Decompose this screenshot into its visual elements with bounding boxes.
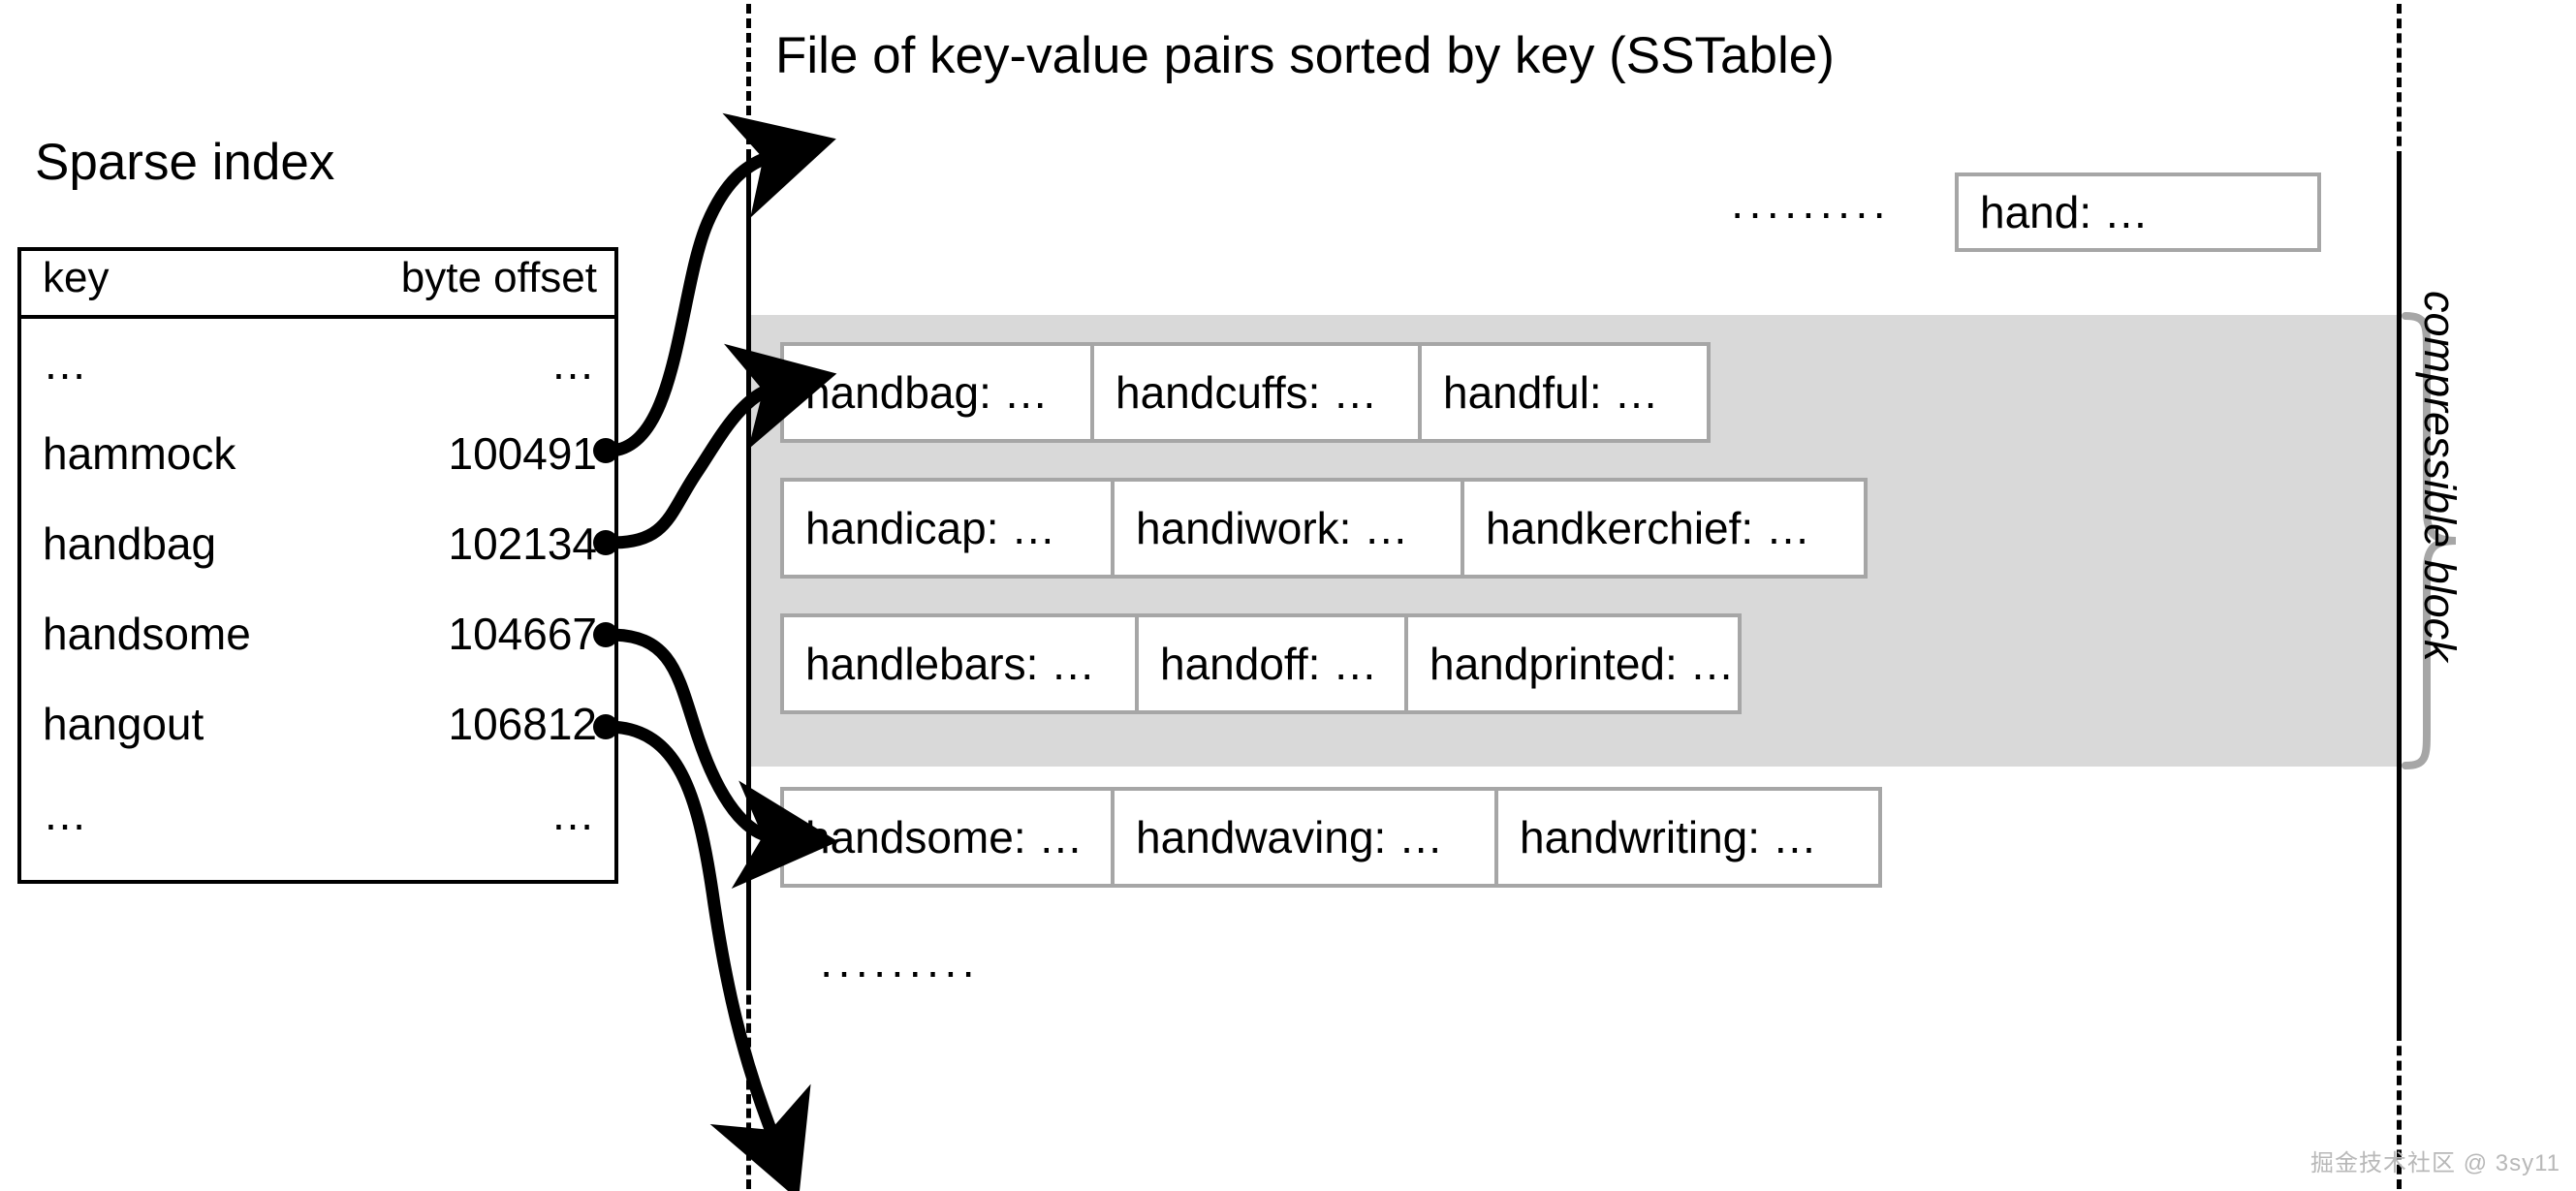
row-offset: 102134 <box>448 517 598 569</box>
kv-cell[interactable]: handful: … <box>1418 342 1711 443</box>
sstable-right-boundary-middle <box>2397 161 2402 1031</box>
sparse-index-header-row: key byte offset <box>21 251 614 319</box>
sstable-left-boundary-top <box>746 4 751 159</box>
sstable-bottom-ellipsis: ········· <box>819 946 979 996</box>
row-key: hangout <box>43 698 204 749</box>
ellipsis-dots: ········· <box>1730 187 1890 237</box>
sstable-row-2: handicap: … handiwork: … handkerchief: … <box>780 478 1868 579</box>
table-row[interactable]: hangout 106812 <box>21 679 614 769</box>
kv-cell[interactable]: handsome: … <box>780 787 1115 888</box>
column-header-byte-offset: byte offset <box>400 254 597 301</box>
row-offset: … <box>550 337 597 389</box>
sstable-row-3: handlebars: … handoff: … handprinted: … <box>780 613 1742 714</box>
sstable-row-1: handbag: … handcuffs: … handful: … <box>780 342 1711 443</box>
row-offset: … <box>550 788 597 839</box>
kv-cell[interactable]: handbag: … <box>780 342 1094 443</box>
row-offset: 104667 <box>448 608 598 659</box>
row-offset: 100491 <box>448 427 598 479</box>
kv-cell[interactable]: handicap: … <box>780 478 1115 579</box>
row-key: handsome <box>43 608 251 659</box>
kv-cell[interactable]: handoff: … <box>1135 613 1408 714</box>
row-key: handbag <box>43 517 217 569</box>
anchor-dot-hammock <box>593 438 618 463</box>
table-row[interactable]: handbag 102134 <box>21 499 614 589</box>
column-header-key: key <box>43 254 110 301</box>
row-key: … <box>43 788 89 839</box>
anchor-dot-handbag <box>593 530 618 555</box>
sparse-index-body: … … hammock 100491 handbag 102134 handso… <box>21 319 614 884</box>
table-row[interactable]: … … <box>21 769 614 860</box>
sparse-index-table: key byte offset … … hammock 100491 handb… <box>17 247 618 884</box>
sstable-right-boundary-top <box>2397 4 2402 161</box>
watermark: 掘金技术社区 @ 3sy11 <box>2310 1150 2560 1176</box>
table-row[interactable]: … … <box>21 319 614 409</box>
row-offset: 106812 <box>448 698 598 749</box>
compressible-block-label: compressible block <box>2415 291 2465 662</box>
kv-cell[interactable]: handkerchief: … <box>1461 478 1868 579</box>
table-row[interactable]: hammock 100491 <box>21 409 614 499</box>
anchor-dot-hangout <box>593 714 618 739</box>
kv-cell[interactable]: handcuffs: … <box>1090 342 1422 443</box>
sparse-index-title: Sparse index <box>35 134 335 191</box>
kv-cell[interactable]: handlebars: … <box>780 613 1139 714</box>
kv-cell[interactable]: handwaving: … <box>1111 787 1498 888</box>
sstable-right-boundary-bottom <box>2397 1031 2402 1189</box>
sstable-title: File of key-value pairs sorted by key (S… <box>775 27 1835 84</box>
row-key: hammock <box>43 427 236 479</box>
kv-cell-hand[interactable]: hand: … <box>1955 172 2321 252</box>
sstable-left-boundary-middle <box>746 155 751 981</box>
compressible-block-brace <box>2402 312 2462 769</box>
table-row[interactable]: handsome 104667 <box>21 589 614 679</box>
sstable-row-4: handsome: … handwaving: … handwriting: … <box>780 787 1882 888</box>
row-key: … <box>43 337 89 389</box>
sstable-left-boundary-bottom <box>746 981 751 1189</box>
sstable-top-ellipsis-group: ········· <box>1730 190 1890 235</box>
kv-cell[interactable]: handiwork: … <box>1111 478 1464 579</box>
kv-cell[interactable]: handwriting: … <box>1494 787 1882 888</box>
anchor-dot-handsome <box>593 622 618 647</box>
kv-cell[interactable]: handprinted: … <box>1404 613 1742 714</box>
